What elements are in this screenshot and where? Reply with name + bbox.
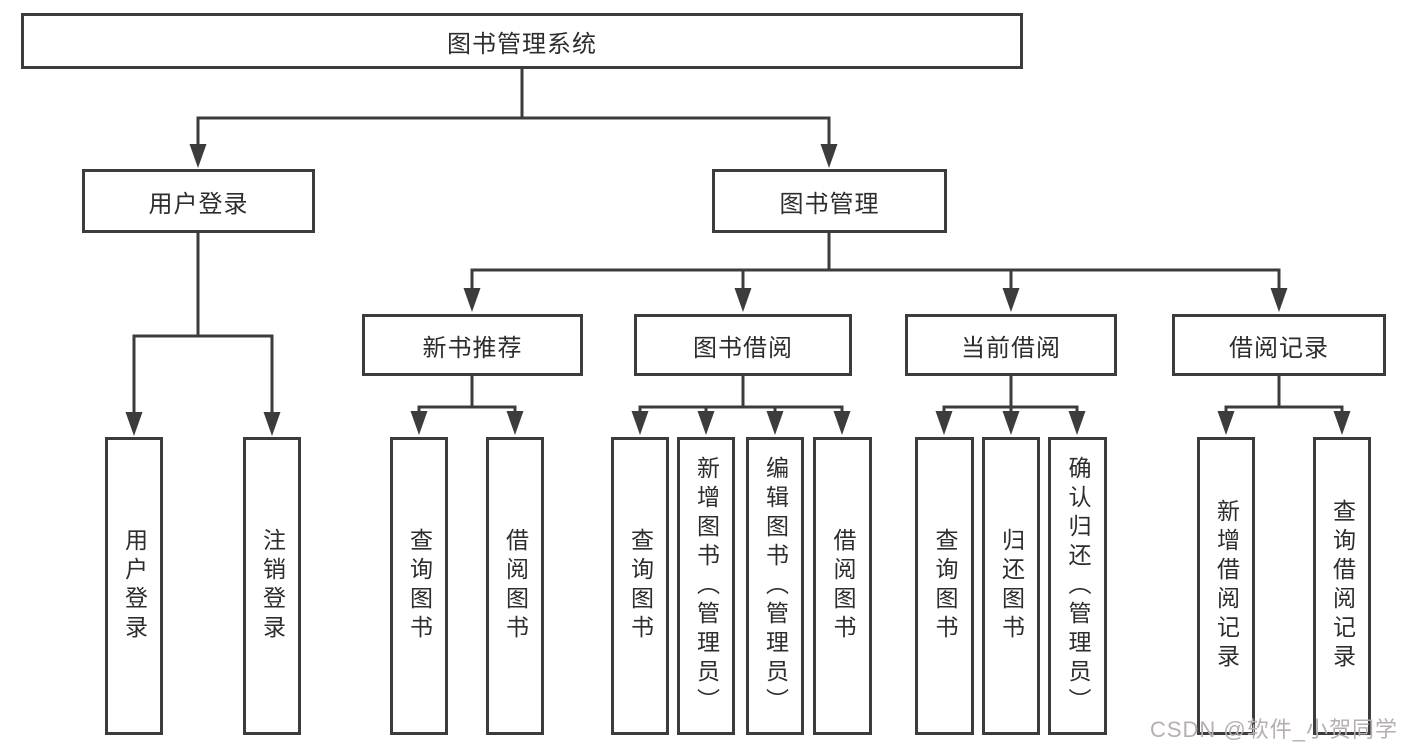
arrowhead — [125, 412, 143, 436]
leaf-user-login: 用户登录 — [105, 437, 163, 735]
leaf-bb-borrow-book: 借阅图书 — [813, 437, 872, 735]
connector-root-to-level1 — [189, 66, 838, 168]
leaf-br-add-record: 新增借阅记录 — [1197, 437, 1255, 735]
leaf-logout: 注销登录 — [243, 437, 301, 735]
arrowhead — [189, 144, 207, 168]
arrowhead — [506, 411, 524, 435]
leaf-bb-edit-book-admin: 编辑图书（管理员） — [746, 437, 804, 735]
arrowhead — [1270, 288, 1288, 312]
leaf-br-query-record: 查询借阅记录 — [1313, 437, 1371, 735]
connector-book-mgmt-children — [463, 231, 1288, 312]
connector-book-borrow-children — [631, 374, 851, 435]
arrowhead — [697, 411, 715, 435]
arrowhead — [1068, 411, 1086, 435]
leaf-rec-query-book: 查询图书 — [390, 437, 448, 735]
arrowhead — [1333, 411, 1351, 435]
leaf-cb-return-book: 归还图书 — [982, 437, 1040, 735]
node-user-login: 用户登录 — [82, 169, 315, 233]
arrowhead — [935, 411, 953, 435]
arrowhead — [463, 288, 481, 312]
node-root: 图书管理系统 — [21, 13, 1023, 69]
arrowhead — [631, 411, 649, 435]
arrowhead — [766, 411, 784, 435]
arrowhead — [1217, 411, 1235, 435]
csdn-watermark: CSDN @软件_小贺同学 — [1149, 717, 1398, 742]
arrowhead — [1002, 411, 1020, 435]
node-borrow-record: 借阅记录 — [1172, 314, 1386, 376]
leaf-cb-confirm-return-admin: 确认归还（管理员） — [1048, 437, 1107, 735]
node-book-mgmt: 图书管理 — [712, 169, 947, 233]
connector-current-borrow-children — [935, 374, 1086, 435]
arrowhead — [833, 411, 851, 435]
connector-borrow-record-children — [1217, 374, 1351, 435]
arrowhead — [263, 412, 281, 436]
arrowhead — [820, 144, 838, 168]
leaf-bb-add-book-admin: 新增图书（管理员） — [677, 437, 735, 735]
node-book-borrow: 图书借阅 — [634, 314, 852, 376]
node-new-book-rec: 新书推荐 — [362, 314, 583, 376]
arrowhead — [410, 411, 428, 435]
arrowhead — [734, 288, 752, 312]
node-current-borrow: 当前借阅 — [905, 314, 1117, 376]
leaf-rec-borrow-book: 借阅图书 — [486, 437, 544, 735]
leaf-cb-query-book: 查询图书 — [915, 437, 974, 735]
connector-user-login-children — [125, 231, 281, 436]
leaf-bb-query-book: 查询图书 — [611, 437, 669, 735]
connector-new-book-children — [410, 374, 524, 435]
arrowhead — [1002, 288, 1020, 312]
